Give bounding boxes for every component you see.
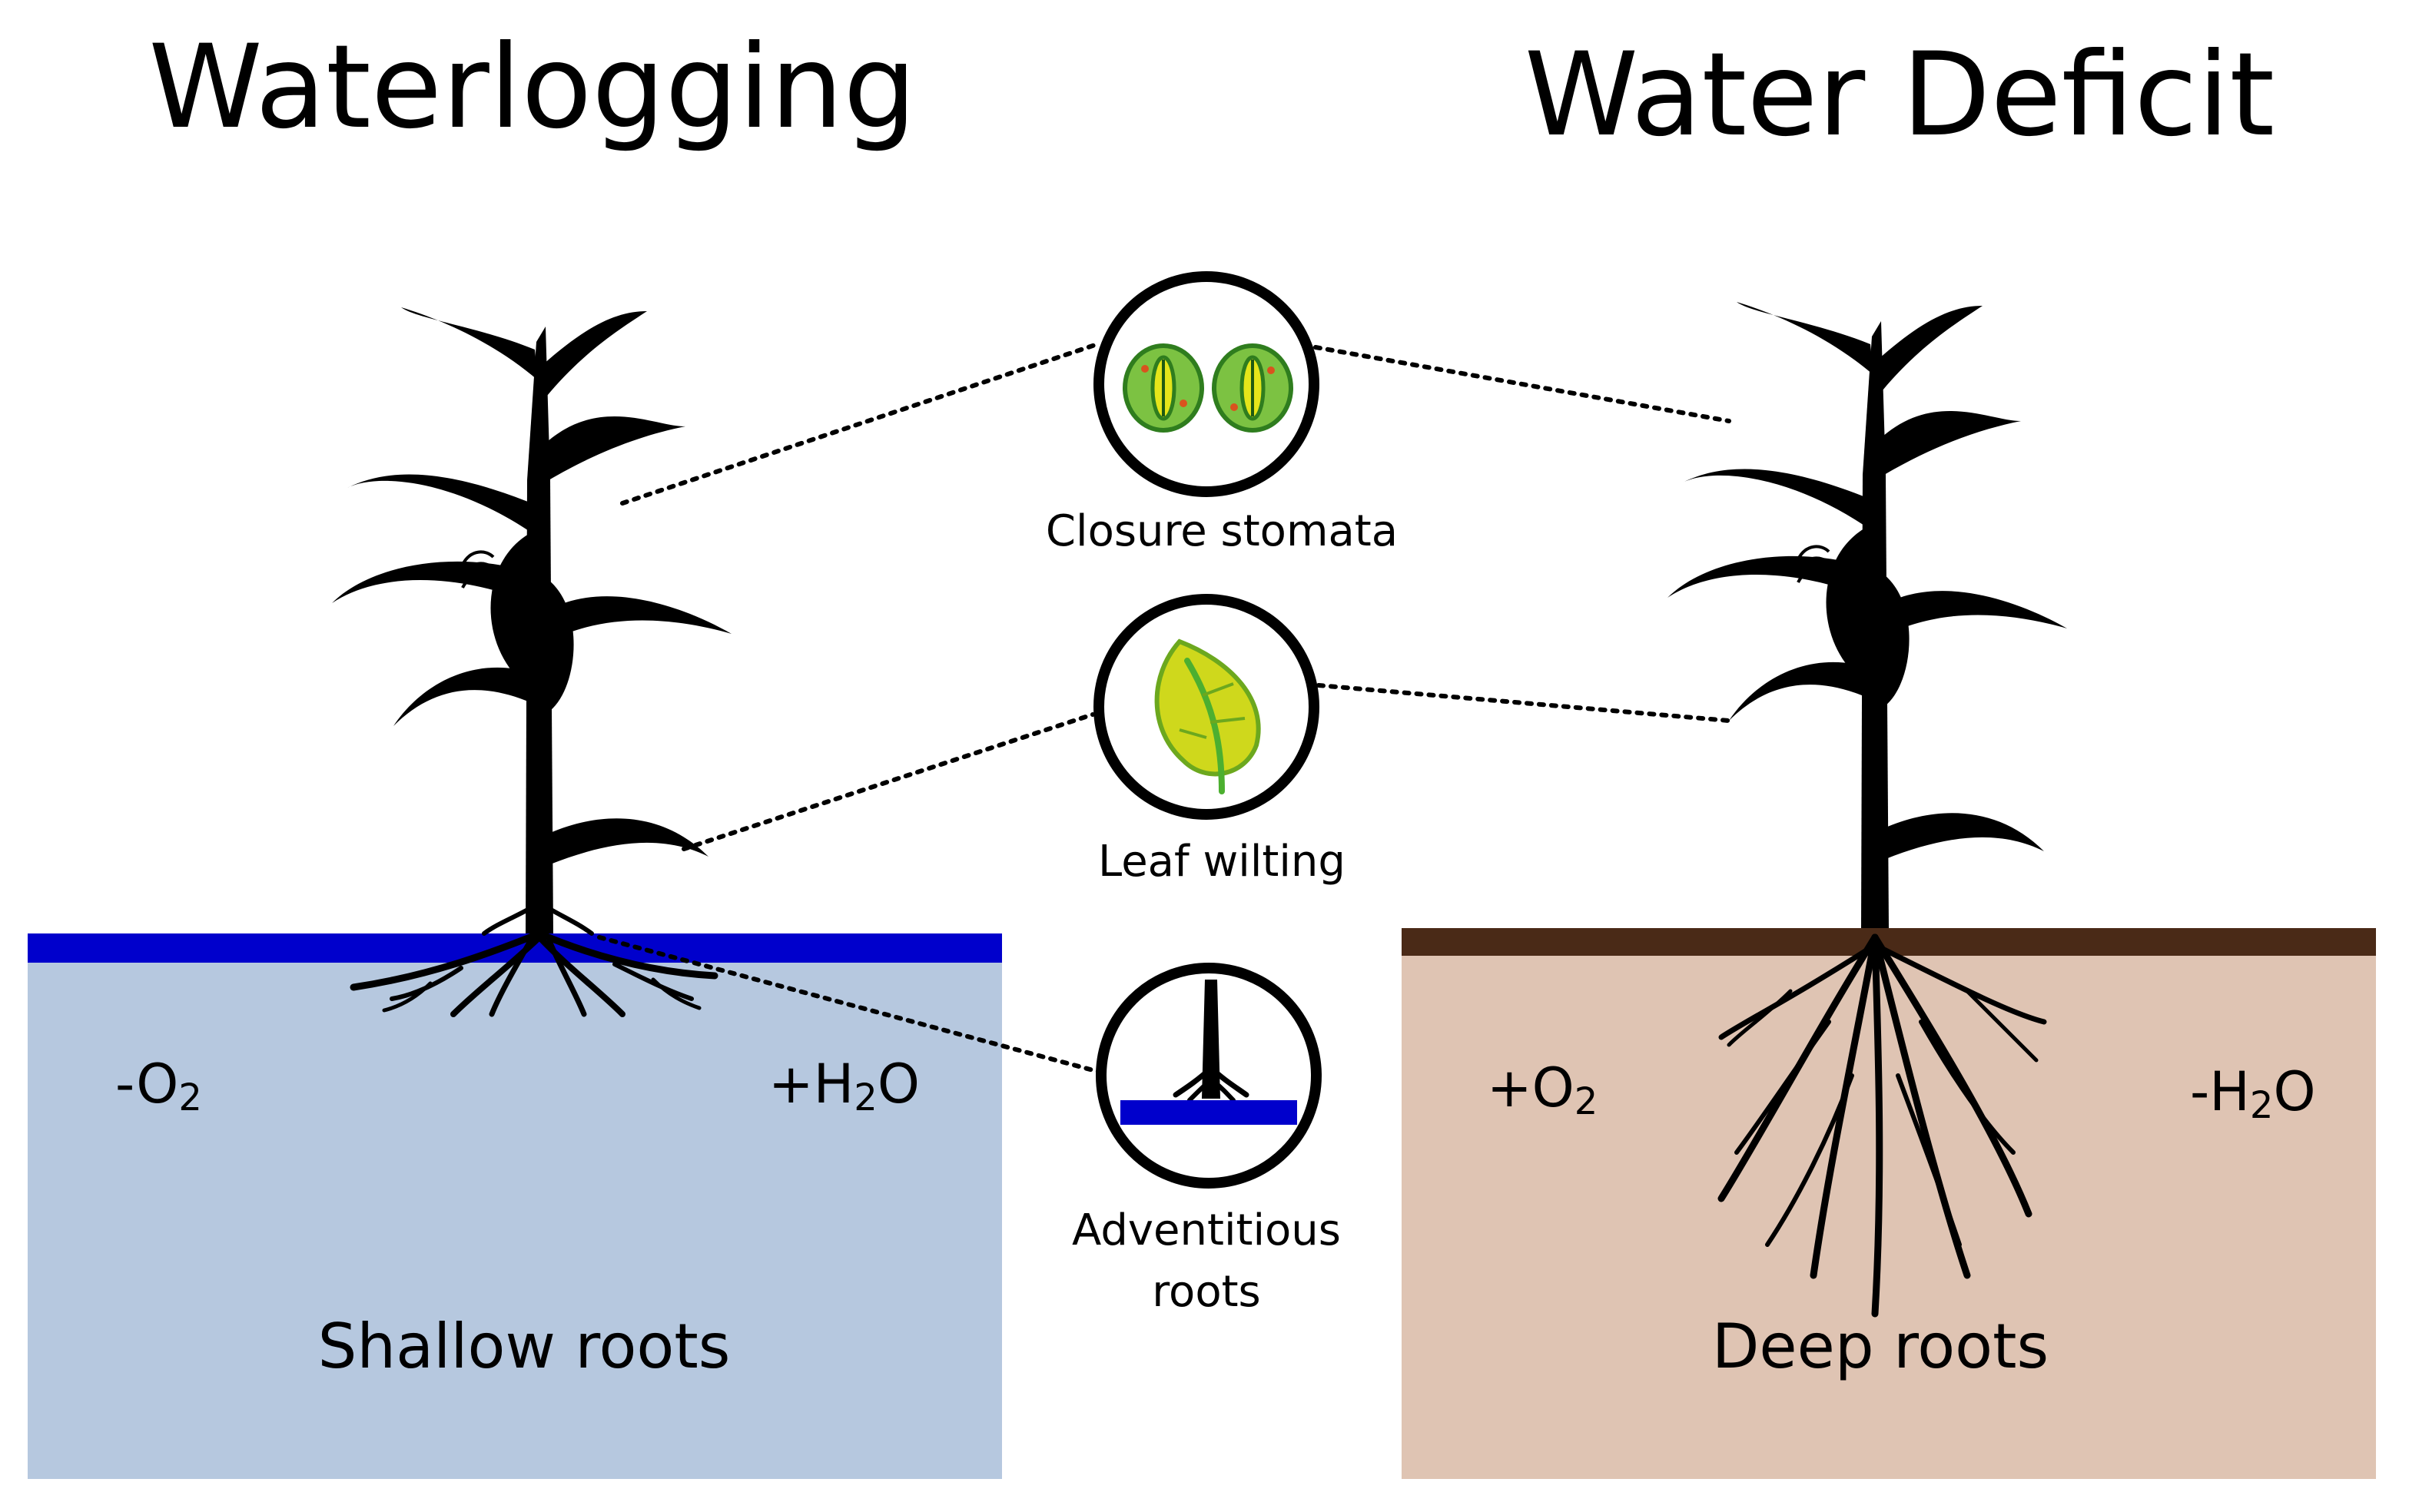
stomata-label: Closure stomata xyxy=(1046,506,1398,556)
adventitious-roots-item: Adventitious roots xyxy=(1072,963,1341,1317)
right-water-label: -H2O xyxy=(2190,1060,2316,1127)
deep-roots-caption: Deep roots xyxy=(1712,1311,2049,1382)
drought-plant xyxy=(1666,300,2069,1318)
connector-left-stomata xyxy=(620,342,1100,506)
wilted-leaf-icon xyxy=(1154,638,1261,794)
waterlogging-title: Waterlogging xyxy=(148,21,916,154)
wilting-label: Leaf wilting xyxy=(1098,837,1346,887)
adventitious-label-line1: Adventitious xyxy=(1072,1205,1341,1255)
waterlogging-panel: -O2 +H2O Shallow roots xyxy=(28,933,1002,1479)
right-oxygen-label: +O2 xyxy=(1487,1056,1598,1123)
left-oxygen-label: -O2 xyxy=(115,1053,202,1119)
connector-left-roots xyxy=(597,935,1101,1074)
water-deficit-panel: +O2 -H2O Deep roots xyxy=(1402,928,2376,1479)
leaf-wilting-item: Leaf wilting xyxy=(1093,594,1346,887)
waterlogged-plant xyxy=(330,306,733,1017)
left-water-label: +H2O xyxy=(768,1053,920,1119)
connector-right-stomata xyxy=(1313,345,1731,423)
connector-left-wilting xyxy=(682,712,1095,851)
connector-lines xyxy=(597,342,1731,1074)
deep-root-system xyxy=(1717,933,2047,1318)
water-deficit-title: Water Deficit xyxy=(1525,28,2275,162)
shallow-roots-caption: Shallow roots xyxy=(318,1311,731,1382)
adventitious-label-line2: roots xyxy=(1152,1267,1260,1317)
stomata-icon xyxy=(1123,343,1293,433)
waterlogged-soil xyxy=(28,949,1002,1479)
stomata-circle xyxy=(1093,271,1319,497)
stomata-closure-item: Closure stomata xyxy=(1046,271,1398,556)
shallow-root-system xyxy=(350,900,718,1017)
dry-soil xyxy=(1402,945,2376,1479)
adventitious-root-icon xyxy=(1120,980,1297,1125)
connector-right-wilting xyxy=(1316,683,1731,723)
